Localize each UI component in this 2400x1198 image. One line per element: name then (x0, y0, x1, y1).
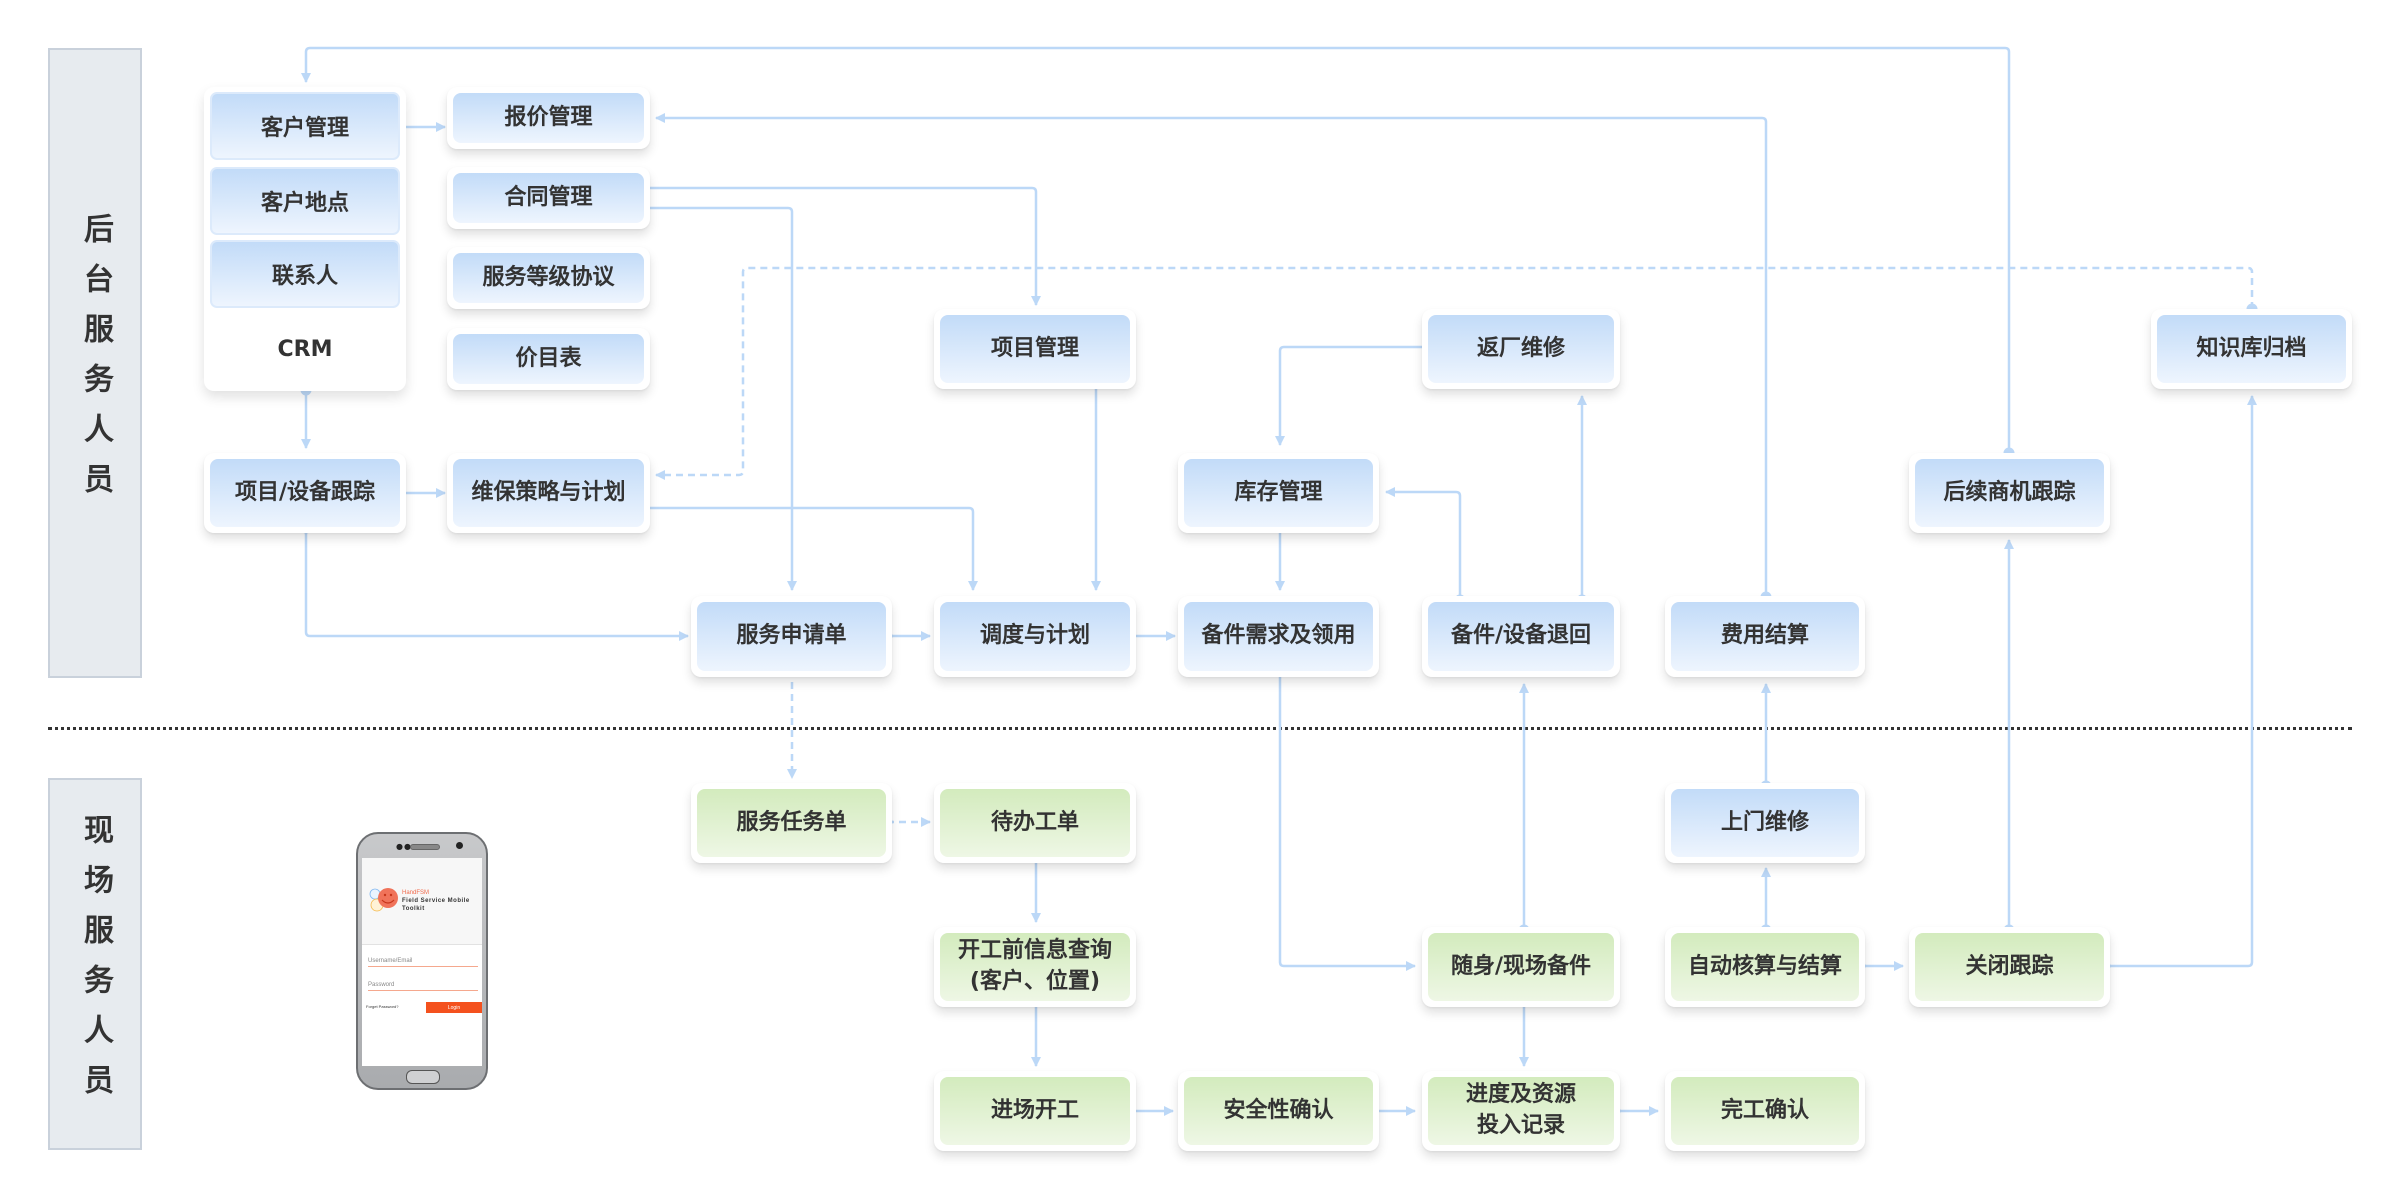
node-dispatch-label: 调度与计划 (940, 602, 1130, 671)
node-parts-return[interactable]: 备件/设备退回 (1422, 596, 1620, 677)
edge-close-to-knowledge (2099, 395, 2257, 972)
node-contract[interactable]: 合同管理 (447, 167, 650, 229)
edge-knowledge-to-plan-dashed (655, 266, 2258, 480)
lane-label-field: 现场服务人员 (48, 778, 142, 1150)
node-carry-parts[interactable]: 随身/现场备件 (1422, 927, 1620, 1007)
handfsm-smiley-logo-icon (369, 888, 398, 912)
crm-group: 客户管理 客户地点 联系人 CRM (204, 87, 406, 391)
phone-password-field[interactable]: Password (368, 982, 478, 991)
node-parts-request[interactable]: 备件需求及领用 (1178, 596, 1379, 677)
node-customer-management[interactable]: 客户管理 (210, 92, 400, 160)
phone-speaker-icon (410, 844, 440, 850)
node-completion-label: 完工确认 (1671, 1077, 1859, 1145)
node-factory-repair-label: 返厂维修 (1428, 315, 1614, 383)
node-progress-line2: 投入记录 (1476, 1113, 1565, 1138)
node-pricelist[interactable]: 价目表 (447, 328, 650, 390)
edge-return-to-inventory (1385, 487, 1466, 606)
node-service-request[interactable]: 服务申请单 (691, 596, 892, 677)
node-auto-settle-label: 自动核算与结算 (1671, 933, 1859, 1001)
phone-camera-icon (456, 842, 463, 849)
node-sla-label: 服务等级协议 (453, 253, 644, 303)
edge-plan-to-dispatch (636, 502, 978, 591)
node-todo-label: 待办工单 (940, 789, 1130, 857)
node-dispatch[interactable]: 调度与计划 (934, 596, 1136, 677)
edge-contract-to-project (636, 182, 1041, 306)
lane-label-field-text: 现场服务人员 (78, 814, 113, 1114)
phone-username-field[interactable]: Username/Email (368, 958, 478, 967)
phone-tagline: Field Service Mobile Toolkit (402, 898, 482, 914)
node-completion[interactable]: 完工确认 (1665, 1071, 1865, 1151)
node-pricelist-label: 价目表 (453, 334, 644, 384)
edge-parts-to-carry (1274, 664, 1416, 971)
phone-forgot-password-link[interactable]: Forget Password? (366, 1004, 399, 1009)
node-contract-label: 合同管理 (453, 173, 644, 223)
node-close-tracking[interactable]: 关闭跟踪 (1909, 927, 2110, 1007)
node-parts-return-label: 备件/设备退回 (1428, 602, 1614, 671)
edge-factory-to-inventory (1275, 341, 1434, 446)
node-knowledge-archive-label: 知识库归档 (2157, 315, 2346, 383)
node-start-work-label: 进场开工 (940, 1077, 1130, 1145)
node-followup[interactable]: 后续商机跟踪 (1909, 453, 2110, 533)
edge-contract-to-request (636, 202, 797, 591)
edge-followup-to-customer (301, 46, 2015, 459)
node-maintenance-plan[interactable]: 维保策略与计划 (447, 453, 650, 533)
node-start-work[interactable]: 进场开工 (934, 1071, 1136, 1151)
node-todo[interactable]: 待办工单 (934, 783, 1136, 863)
node-prework-query-line2: (客户、位置) (969, 969, 1101, 994)
node-progress-record[interactable]: 进度及资源 投入记录 (1422, 1071, 1620, 1151)
phone-login-button[interactable]: Login (426, 1002, 482, 1013)
node-onsite-repair[interactable]: 上门维修 (1665, 783, 1865, 863)
phone-app-header: HandFSM Field Service Mobile Toolkit (362, 858, 482, 945)
node-quote[interactable]: 报价管理 (447, 87, 650, 149)
node-knowledge-archive[interactable]: 知识库归档 (2151, 309, 2352, 389)
lane-label-backoffice-text: 后台服务人员 (78, 213, 113, 513)
crm-group-label: CRM (277, 337, 333, 362)
node-contacts[interactable]: 联系人 (210, 240, 400, 308)
node-inventory[interactable]: 库存管理 (1178, 453, 1379, 533)
node-onsite-repair-label: 上门维修 (1671, 789, 1859, 857)
node-customer-sites[interactable]: 客户地点 (210, 167, 400, 235)
node-prework-query-label: 开工前信息查询 (客户、位置) (940, 933, 1130, 1001)
lane-label-backoffice: 后台服务人员 (48, 48, 142, 678)
node-close-tracking-label: 关闭跟踪 (1915, 933, 2104, 1001)
node-progress-line1: 进度及资源 (1465, 1082, 1576, 1108)
phone-mockup: ●● HandFSM Field Service Mobile Toolkit … (356, 832, 488, 1090)
node-prework-query[interactable]: 开工前信息查询 (客户、位置) (934, 927, 1136, 1007)
phone-tagline-line2: Toolkit (402, 905, 425, 912)
node-service-task[interactable]: 服务任务单 (691, 783, 892, 863)
node-followup-label: 后续商机跟踪 (1915, 459, 2104, 527)
node-factory-repair[interactable]: 返厂维修 (1422, 309, 1620, 389)
node-sla[interactable]: 服务等级协议 (447, 247, 650, 309)
node-safety-check[interactable]: 安全性确认 (1178, 1071, 1379, 1151)
node-project[interactable]: 项目管理 (934, 309, 1136, 389)
node-asset-tracking[interactable]: 项目/设备跟踪 (204, 453, 406, 533)
node-billing[interactable]: 费用结算 (1665, 596, 1865, 677)
node-service-request-label: 服务申请单 (697, 602, 886, 671)
node-quote-label: 报价管理 (453, 93, 644, 143)
phone-brand: HandFSM (402, 890, 430, 896)
node-progress-record-label: 进度及资源 投入记录 (1428, 1077, 1614, 1145)
phone-sensor-icon: ●● (396, 842, 412, 851)
edge-asset-to-request (300, 522, 689, 641)
node-safety-check-label: 安全性确认 (1184, 1077, 1373, 1145)
phone-tagline-line1: Field Service Mobile (402, 898, 470, 904)
phone-home-button (406, 1070, 440, 1084)
node-project-label: 项目管理 (940, 315, 1130, 383)
node-prework-query-line1: 开工前信息查询 (957, 938, 1112, 964)
node-service-task-label: 服务任务单 (697, 789, 886, 857)
node-carry-parts-label: 随身/现场备件 (1428, 933, 1614, 1001)
node-maintenance-plan-label: 维保策略与计划 (453, 459, 644, 527)
node-auto-settle[interactable]: 自动核算与结算 (1665, 927, 1865, 1007)
lane-separator (48, 727, 2352, 730)
edge-billing-to-quote (655, 113, 1772, 603)
node-inventory-label: 库存管理 (1184, 459, 1373, 527)
phone-screen: HandFSM Field Service Mobile Toolkit Use… (362, 858, 482, 1066)
node-asset-tracking-label: 项目/设备跟踪 (210, 459, 400, 527)
node-billing-label: 费用结算 (1671, 602, 1859, 671)
node-parts-request-label: 备件需求及领用 (1184, 602, 1373, 671)
